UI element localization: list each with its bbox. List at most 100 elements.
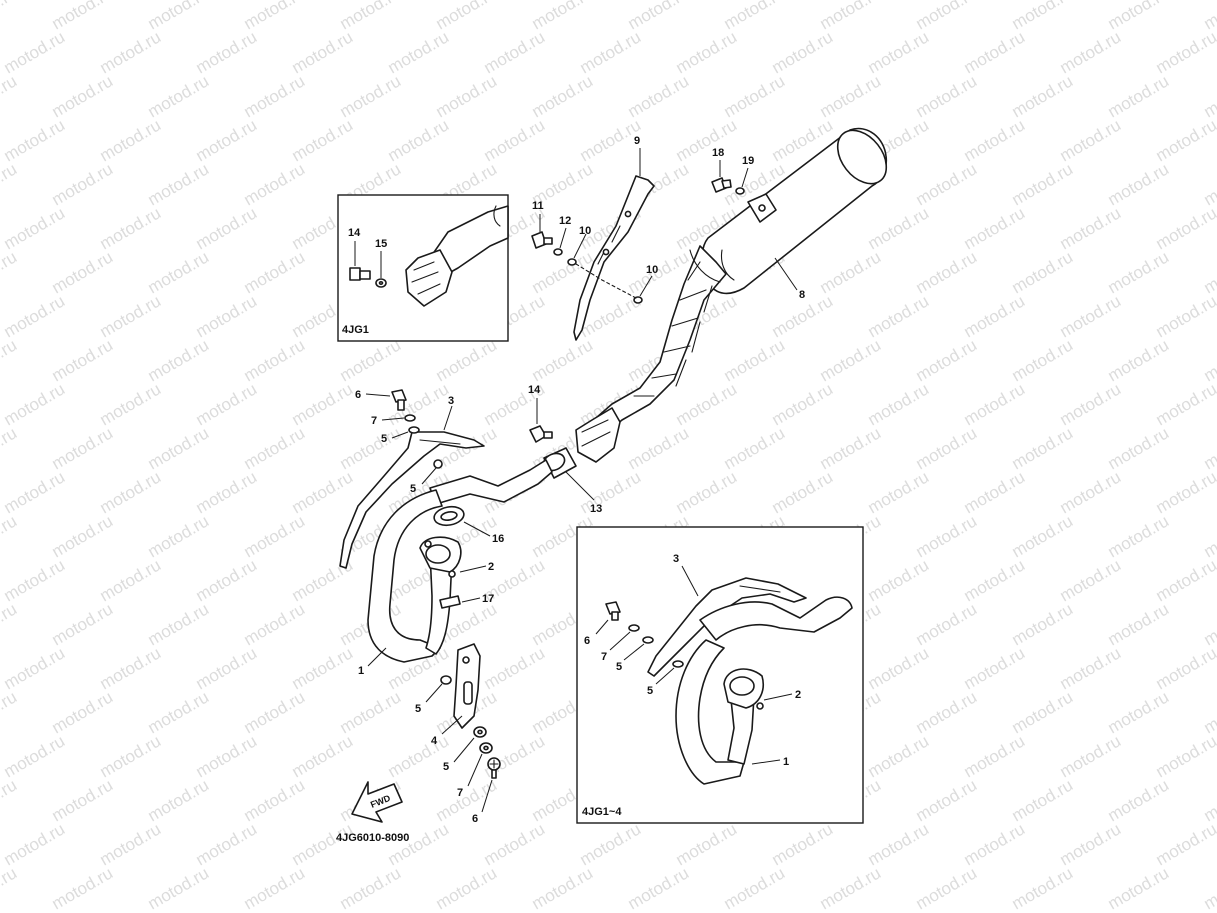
watermark-text: motod.ru	[433, 775, 501, 825]
watermark-text: motod.ru	[1, 819, 69, 869]
watermark-text: motod.ru	[625, 71, 693, 121]
watermark-text: motod.ru	[1105, 423, 1173, 473]
watermark-text: motod.ru	[769, 27, 837, 77]
watermark-text: motod.ru	[865, 555, 933, 605]
label-5-d: 5	[443, 761, 449, 773]
watermark-text: motod.ru	[241, 775, 309, 825]
watermark-text: motod.ru	[49, 599, 117, 649]
watermark-text: motod.ru	[0, 511, 20, 561]
watermark-text: motod.ru	[865, 819, 933, 869]
watermark-text: motod.ru	[241, 511, 309, 561]
watermark-text: motod.ru	[97, 203, 165, 253]
watermark-text: motod.ru	[193, 115, 261, 165]
watermark-text: motod.ru	[961, 467, 1029, 517]
label-14: 14	[528, 384, 541, 396]
exhaust-pipe-1: 17 16 2 1	[358, 459, 553, 677]
inset-bottom-label-6: 6	[584, 635, 590, 647]
watermark-text: motod.ru	[0, 863, 20, 913]
watermark-text: motod.ru	[385, 379, 453, 429]
watermark-text: motod.ru	[1057, 115, 1125, 165]
watermark-text: motod.ru	[49, 247, 117, 297]
watermark-text: motod.ru	[1153, 27, 1217, 77]
watermark-text: motod.ru	[49, 159, 117, 209]
watermark-text: motod.ru	[193, 819, 261, 869]
watermark-text: motod.ru	[865, 907, 933, 913]
watermark-text: motod.ru	[961, 379, 1029, 429]
watermark-text: motod.ru	[1009, 423, 1077, 473]
muffler: 18 19 8	[701, 127, 888, 301]
watermark-text: motod.ru	[49, 775, 117, 825]
watermark-text: motod.ru	[1057, 819, 1125, 869]
watermark-text: motod.ru	[97, 555, 165, 605]
watermark-text: motod.ru	[865, 291, 933, 341]
watermark-text: motod.ru	[1153, 467, 1217, 517]
watermark-text: motod.ru	[337, 335, 405, 385]
watermark-text: motod.ru	[577, 819, 645, 869]
watermark-text: motod.ru	[97, 731, 165, 781]
watermark-text: motod.ru	[49, 511, 117, 561]
label-6-b: 6	[472, 813, 478, 825]
watermark-text: motod.ru	[1009, 511, 1077, 561]
watermark-text: motod.ru	[241, 335, 309, 385]
label-5-b: 5	[410, 483, 416, 495]
watermark-text: motod.ru	[1201, 423, 1217, 473]
watermark-text: motod.ru	[97, 115, 165, 165]
watermark-text: motod.ru	[1105, 247, 1173, 297]
watermark-text: motod.ru	[481, 907, 549, 913]
inset-bottom-label-2: 2	[795, 689, 801, 701]
watermark-text: motod.ru	[1, 731, 69, 781]
watermark-text: motod.ru	[241, 599, 309, 649]
watermark-text: motod.ru	[385, 731, 453, 781]
watermark-text: motod.ru	[481, 27, 549, 77]
label-5-c: 5	[415, 703, 421, 715]
watermark-text: motod.ru	[145, 599, 213, 649]
watermark-text: motod.ru	[769, 907, 837, 913]
watermark-text: motod.ru	[1, 291, 69, 341]
watermark-text: motod.ru	[1, 27, 69, 77]
watermark-text: motod.ru	[817, 71, 885, 121]
label-11: 11	[532, 200, 544, 212]
watermark-text: motod.ru	[1, 643, 69, 693]
watermark-text: motod.ru	[97, 291, 165, 341]
watermark-text: motod.ru	[289, 731, 357, 781]
watermark-text: motod.ru	[865, 379, 933, 429]
watermark-text: motod.ru	[1, 379, 69, 429]
watermark-text: motod.ru	[913, 775, 981, 825]
label-7-b: 7	[457, 787, 463, 799]
watermark-text: motod.ru	[145, 335, 213, 385]
watermark-text: motod.ru	[1057, 907, 1125, 913]
inset-bottom-caption: 4JG1~4	[582, 806, 622, 818]
bracket-4: 5 4 5 7 6	[415, 643, 501, 825]
watermark-text: motod.ru	[433, 71, 501, 121]
label-6: 6	[355, 389, 361, 401]
watermark-text: motod.ru	[913, 159, 981, 209]
watermark-text: motod.ru	[0, 335, 20, 385]
watermark-text: motod.ru	[97, 907, 165, 913]
inset-bottom-label-5-a: 5	[616, 661, 622, 673]
protector-3: 3 6 7 5 5	[339, 389, 485, 569]
watermark-text: motod.ru	[481, 731, 549, 781]
watermark-text: motod.ru	[1105, 599, 1173, 649]
watermark-text: motod.ru	[97, 379, 165, 429]
watermark-text: motod.ru	[913, 335, 981, 385]
watermark-text: motod.ru	[1009, 335, 1077, 385]
watermark-text: motod.ru	[1201, 247, 1217, 297]
watermark-text: motod.ru	[529, 335, 597, 385]
watermark-text: motod.ru	[289, 643, 357, 693]
inset-top-label-14: 14	[348, 227, 361, 239]
watermark-text: motod.ru	[1057, 379, 1125, 429]
watermark-text: motod.ru	[673, 27, 741, 77]
label-13: 13	[590, 503, 602, 515]
watermark-text: motod.ru	[289, 467, 357, 517]
watermark-text: motod.ru	[49, 335, 117, 385]
watermark-text: motod.ru	[481, 115, 549, 165]
watermark-text: motod.ru	[577, 907, 645, 913]
gasket-13: 13	[542, 447, 602, 515]
watermark-text: motod.ru	[1201, 599, 1217, 649]
label-19: 19	[742, 155, 754, 167]
watermark-text: motod.ru	[0, 159, 20, 209]
watermark-text: motod.ru	[961, 731, 1029, 781]
watermark-text: motod.ru	[625, 423, 693, 473]
watermark-text: motod.ru	[961, 555, 1029, 605]
watermark-text: motod.ru	[1057, 555, 1125, 605]
